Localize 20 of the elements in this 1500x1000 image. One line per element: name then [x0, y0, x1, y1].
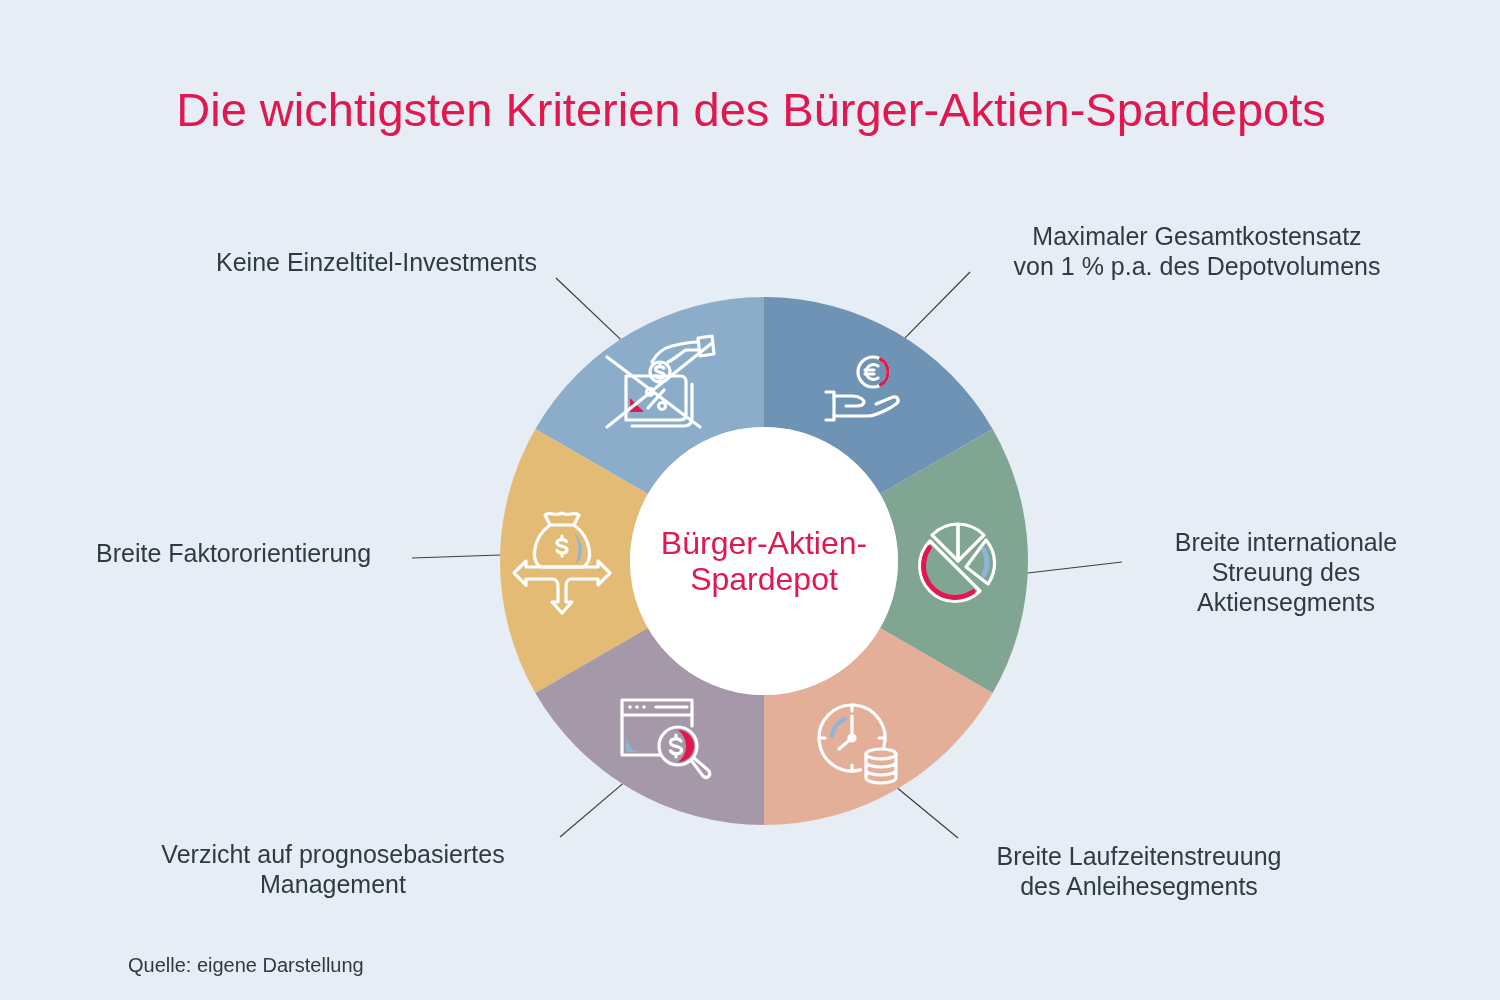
leader-line	[555, 277, 622, 340]
leader-line	[559, 783, 624, 838]
donut-segment	[880, 429, 1028, 693]
criterion-label: Breite internationale Streuung des Aktiensegments	[1174, 527, 1398, 617]
leader-line	[897, 787, 959, 839]
donut-segment	[764, 628, 993, 825]
leader-line	[411, 554, 501, 559]
source-note: Quelle: eigene Darstellung	[128, 953, 364, 977]
criterion-label: Keine Einzeltitel-Investments	[216, 247, 537, 277]
criterion-label: Breite Laufzeitenstreuung des Anleihesegments	[996, 841, 1282, 901]
donut-segment	[764, 297, 993, 494]
title: Die wichtigsten Kriterien des Bürger-Aktien-Spardepots	[176, 82, 1326, 138]
donut-segment	[500, 429, 648, 693]
criterion-label: Breite Faktororientierung	[96, 538, 372, 568]
donut-segment	[535, 628, 764, 825]
hub-label: Bürger-Aktien-Spardepot	[659, 525, 869, 597]
leader-line	[1027, 561, 1123, 574]
criterion-label: Maximaler Gesamtkostensatz von 1 % p.a. des Depotvolumens	[1013, 221, 1381, 281]
criterion-label: Verzicht auf prognosebasiertes Management	[161, 839, 505, 899]
leader-line	[904, 271, 971, 339]
